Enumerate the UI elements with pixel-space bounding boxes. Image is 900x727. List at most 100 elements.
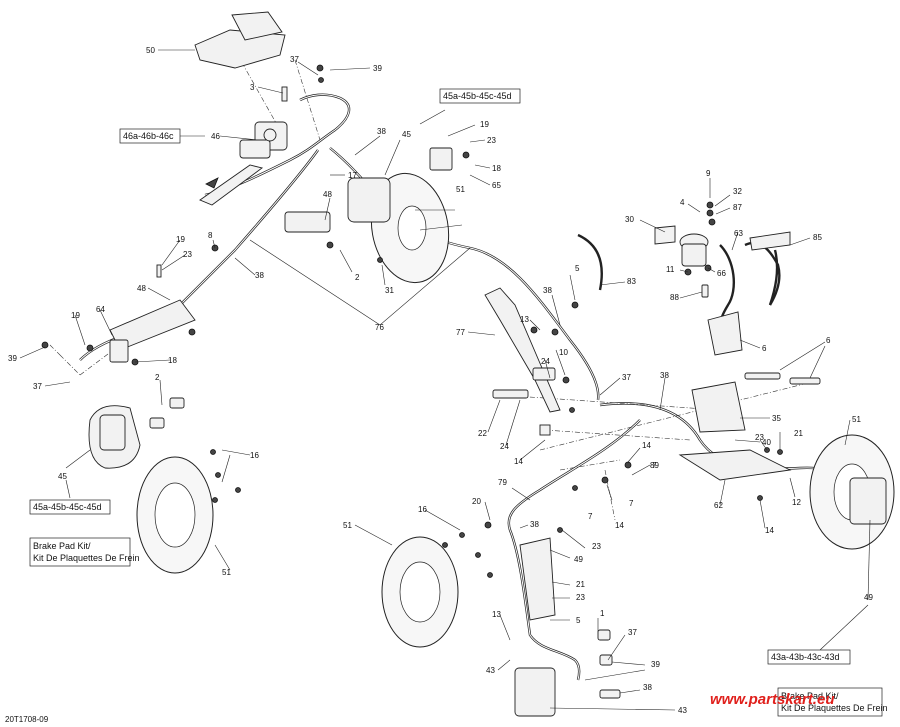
kit-label-box-45: 45a-45b-45c-45d — [29, 499, 111, 515]
callout-label: 6 — [762, 344, 767, 353]
master-cylinder-lever — [199, 121, 288, 206]
callout-label: 5 — [575, 264, 580, 273]
callout-label: 19 — [480, 120, 489, 129]
callout-label: 37 — [33, 382, 42, 391]
kit-label-45: 45a-45b-45c-45d — [33, 502, 102, 512]
callout-label: 18 — [492, 164, 501, 173]
callout-label: 87 — [733, 203, 742, 212]
callout-label: 37 — [628, 628, 637, 637]
kit-label-box-45-top: 45a-45b-45c-45d — [439, 88, 521, 104]
kit-label-box-46: 46a-46b-46c — [119, 128, 181, 144]
callout-label: 38 — [660, 371, 669, 380]
callout-label: 62 — [714, 501, 723, 510]
hardware — [41, 64, 821, 699]
callout-label: 39 — [373, 64, 382, 73]
callout-label: 46 — [211, 132, 220, 141]
assembly-lines — [49, 44, 821, 521]
upper-disc-caliper — [284, 147, 453, 284]
callout-label: 38 — [530, 520, 539, 529]
watermark: www.partskart.eu — [710, 691, 834, 708]
callout-label: 48 — [323, 190, 332, 199]
reservoir-assembly — [654, 225, 791, 433]
callout-label: 16 — [418, 505, 427, 514]
pad-kit-right-line1: Brake Pad Kit/ — [781, 691, 839, 701]
callout-label: 1 — [600, 609, 605, 618]
callout-label: 37 — [622, 373, 631, 382]
callout-label: 50 — [146, 46, 155, 55]
callout-label: 85 — [813, 233, 822, 242]
pad-kit-box-left: Brake Pad Kit/ Kit De Plaquettes De Frei… — [29, 537, 140, 567]
callout-label: 66 — [717, 269, 726, 278]
callout-label: 30 — [625, 215, 634, 224]
callout-label: 7 — [588, 512, 593, 521]
callout-label: 22 — [478, 429, 487, 438]
callout-label: 14 — [615, 521, 624, 530]
callout-label: 51 — [456, 185, 465, 194]
callout-label: 23 — [487, 136, 496, 145]
callout-label: 24 — [500, 442, 509, 451]
callout-label: 88 — [670, 293, 679, 302]
leader-lines — [19, 49, 871, 711]
callout-label: 12 — [792, 498, 801, 507]
callout-label: 20 — [472, 497, 481, 506]
callout-label: 48 — [137, 284, 146, 293]
right-disc-caliper — [678, 434, 895, 550]
mount-bracket-top — [194, 11, 286, 69]
callout-label: 3 — [250, 83, 255, 92]
callout-label: 23 — [592, 542, 601, 551]
callout-label: 79 — [498, 478, 507, 487]
callout-label: 39 — [8, 354, 17, 363]
callout-label: 32 — [733, 187, 742, 196]
callout-label: 38 — [377, 127, 386, 136]
callout-label: 43 — [486, 666, 495, 675]
callout-label: 24 — [541, 357, 550, 366]
callout-label: 63 — [734, 229, 743, 238]
callout-label: 31 — [385, 286, 394, 295]
callout-label: 13 — [492, 610, 501, 619]
callout-label: 23 — [755, 433, 764, 442]
callout-label: 14 — [765, 526, 774, 535]
callout-label: 11 — [666, 265, 675, 274]
center-lower-disc — [381, 536, 459, 648]
callout-label: 43 — [678, 706, 687, 715]
callout-label: 38 — [543, 286, 552, 295]
callout-label: 38 — [643, 683, 652, 692]
callout-label: 38 — [255, 271, 264, 280]
pad-kit-left-line2: Kit De Plaquettes De Frein — [33, 553, 140, 563]
kit-label-46: 46a-46b-46c — [123, 131, 174, 141]
callout-label: 40 — [762, 438, 771, 447]
callout-label: 9 — [706, 169, 711, 178]
pad-kit-box-right: Brake Pad Kit/ Kit De Plaquettes De Frei… — [777, 687, 888, 717]
callout-label: 45 — [402, 130, 411, 139]
callout-label: 51 — [852, 415, 861, 424]
kit-label-box-43: 43a-43b-43c-43d — [767, 649, 851, 665]
callout-label: 8 — [208, 231, 213, 240]
callout-numbers: 50 37 39 3 45 46 38 19 23 18 65 17 48 2 … — [8, 46, 873, 715]
callout-label: 45 — [58, 472, 67, 481]
callout-label: 17 — [348, 171, 357, 180]
callout-label: 23 — [183, 250, 192, 259]
callout-label: 7 — [629, 499, 634, 508]
callout-label: 19 — [176, 235, 185, 244]
callout-label: 2 — [355, 273, 360, 282]
callout-label: 49 — [864, 593, 873, 602]
callout-label: 7 — [652, 461, 657, 470]
callout-label: 18 — [168, 356, 177, 365]
callout-label: 77 — [456, 328, 465, 337]
callout-label: 83 — [627, 277, 636, 286]
callout-label: 19 — [71, 311, 80, 320]
pad-kit-left-line1: Brake Pad Kit/ — [33, 541, 91, 551]
callout-label: 35 — [772, 414, 781, 423]
figure-id: 20T1708-09 — [5, 715, 49, 724]
callout-label: 5 — [576, 616, 581, 625]
callout-label: 49 — [574, 555, 583, 564]
callout-label: 6 — [826, 336, 831, 345]
callout-label: 10 — [559, 348, 568, 357]
kit-label-45-top: 45a-45b-45c-45d — [443, 91, 512, 101]
callout-label: 39 — [651, 660, 660, 669]
callout-label: 14 — [642, 441, 651, 450]
callout-label: 2 — [155, 373, 160, 382]
callout-label: 14 — [514, 457, 523, 466]
callout-label: 13 — [520, 315, 529, 324]
